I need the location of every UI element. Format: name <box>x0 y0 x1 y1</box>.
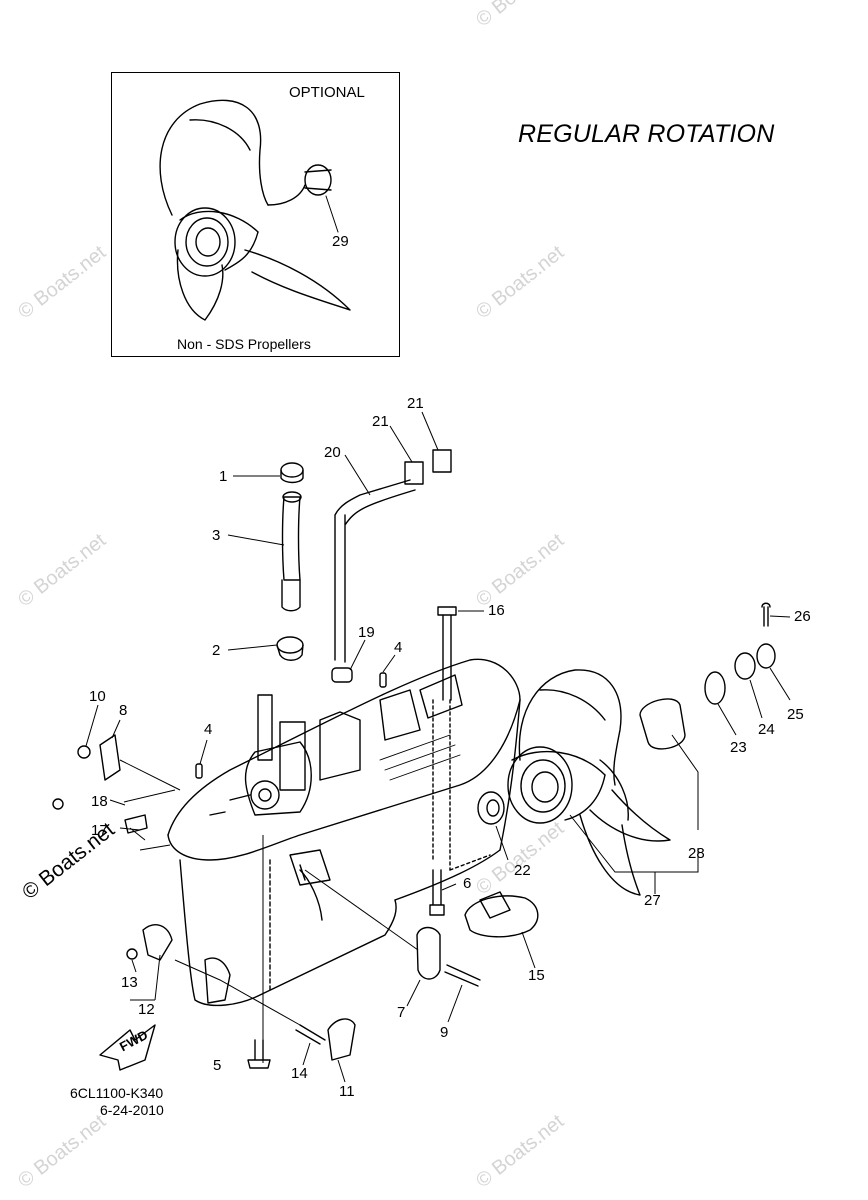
callout-11: 11 <box>339 1083 355 1100</box>
part-19-drawing <box>331 667 353 683</box>
part-28-spacer-drawing <box>639 698 686 750</box>
part-25-nut-drawing <box>756 643 776 669</box>
part-5-bolt-drawing <box>247 1039 271 1069</box>
part-code: 6CL1100-K340 <box>70 1085 164 1101</box>
lower-unit-housing-drawing <box>167 658 521 1007</box>
callout-14: 14 <box>291 1065 308 1082</box>
part-3-hose-drawing <box>281 496 301 581</box>
part-21-clip-drawing <box>404 461 424 485</box>
optional-label: OPTIONAL <box>289 84 365 101</box>
part-date: 6-24-2010 <box>100 1102 164 1118</box>
callout-21: 21 <box>407 395 424 412</box>
part-6-bolt-drawing <box>429 869 445 916</box>
callout-13: 13 <box>121 974 138 991</box>
callout-19: 19 <box>358 624 375 641</box>
part-17-drawing <box>124 814 148 834</box>
optional-propeller-drawing <box>159 99 351 321</box>
part-15-anode-drawing <box>464 895 539 938</box>
callout-9: 9 <box>440 1024 449 1041</box>
callout-15: 15 <box>528 967 545 984</box>
callout-28: 28 <box>688 845 705 862</box>
callout-17: 17 <box>91 822 108 839</box>
callout-5: 5 <box>213 1057 222 1074</box>
callout-18: 18 <box>91 793 108 810</box>
part-1-drawing <box>280 462 304 478</box>
callout-8: 8 <box>119 702 128 719</box>
part-10-nut-drawing <box>77 745 91 759</box>
callout-4: 4 <box>394 639 403 656</box>
callout-22: 22 <box>514 862 531 879</box>
callout-6: 6 <box>463 875 472 892</box>
callout-29: 29 <box>332 233 349 250</box>
callout-21: 21 <box>372 413 389 430</box>
callout-4: 4 <box>204 721 213 738</box>
callout-23: 23 <box>730 739 747 756</box>
main-propeller-drawing <box>507 669 671 896</box>
callout-2: 2 <box>212 642 221 659</box>
callout-10: 10 <box>89 688 106 705</box>
regular-rotation-heading: REGULAR ROTATION <box>518 120 775 148</box>
part-7-drawing <box>416 926 441 980</box>
callout-3: 3 <box>212 527 221 544</box>
leader-lines <box>85 411 791 1083</box>
callout-26: 26 <box>794 608 811 625</box>
part-14-bolt-drawing <box>295 1024 326 1045</box>
callout-7: 7 <box>397 1004 406 1021</box>
non-sds-caption: Non - SDS Propellers <box>177 336 311 352</box>
part-4-pin-drawing <box>379 672 387 688</box>
part-18-drawing <box>52 798 64 810</box>
callout-12: 12 <box>138 1001 155 1018</box>
part-20-pipe-drawing <box>334 479 416 663</box>
part-13-nut-drawing <box>126 948 138 960</box>
callout-24: 24 <box>758 721 775 738</box>
callout-20: 20 <box>324 444 341 461</box>
part-22-drawing <box>477 791 505 825</box>
part-9-bolt-drawing <box>444 964 481 987</box>
callout-27: 27 <box>644 892 661 909</box>
part-11-drawing <box>327 1018 356 1061</box>
part-2-grommet-drawing <box>276 636 304 654</box>
fwd-arrow-drawing <box>99 1024 156 1071</box>
part-8-drawing <box>99 734 121 781</box>
optional-inset-frame <box>111 72 400 357</box>
callout-1: 1 <box>219 468 228 485</box>
part-23-washer-drawing <box>704 671 726 705</box>
part-16-bolt-drawing <box>437 606 457 701</box>
part-26-pin-drawing <box>761 602 771 627</box>
part-12-drawing <box>142 924 173 961</box>
part-24-washer-drawing <box>734 652 756 680</box>
callout-25: 25 <box>787 706 804 723</box>
callout-16: 16 <box>488 602 505 619</box>
